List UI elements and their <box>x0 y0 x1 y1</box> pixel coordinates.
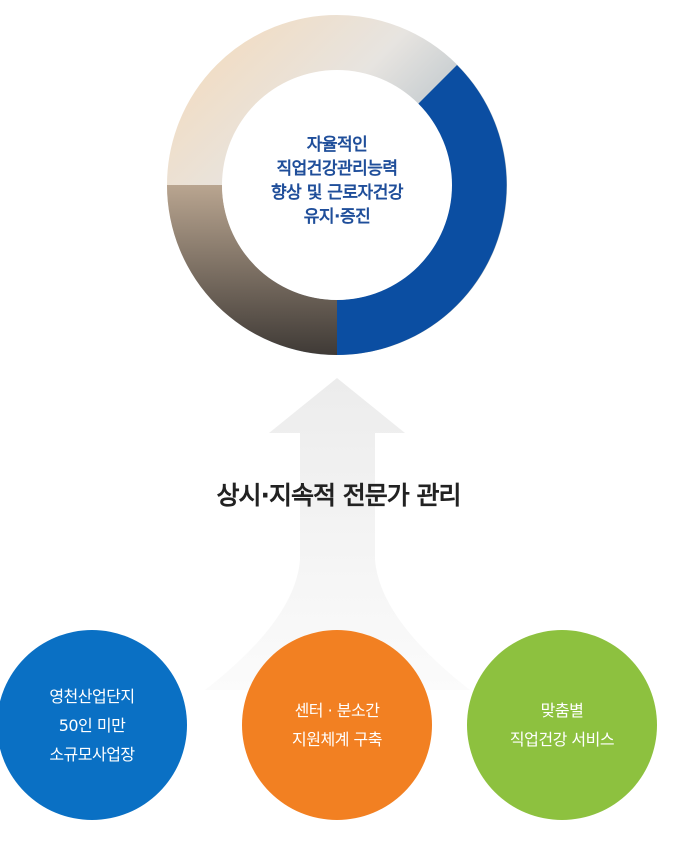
city-segment <box>167 185 337 355</box>
pillar-line: 영천산업단지 <box>49 686 135 706</box>
goal-line: 향상 및 근로자건강 <box>271 183 403 203</box>
goal-line: 유지·증진 <box>303 207 371 227</box>
goal-text: 자율적인 직업건강관리능력 향상 및 근로자건강 유지·증진 <box>237 133 437 229</box>
pillar-line: 직업건강 서비스 <box>509 730 615 749</box>
pillar-line: 맞춤별 <box>540 701 584 720</box>
pillar-line: 소규모사업장 <box>49 744 135 764</box>
pillar-line: 지원체계 구축 <box>292 730 382 749</box>
pillar-line: 센터 · 분소간 <box>294 701 380 720</box>
goal-line: 자율적인 <box>306 135 368 155</box>
pillar-support-system: 센터 · 분소간 지원체계 구축 <box>242 630 432 820</box>
pillar-line: 50인 미만 <box>58 715 126 735</box>
ring-accent-arc <box>337 65 507 355</box>
headline: 상시·지속적 전문가 관리 <box>216 481 462 510</box>
upward-arrow <box>205 378 470 690</box>
pillar-custom-service: 맞춤별 직업건강 서비스 <box>467 630 657 820</box>
pillar-small-business: 영천산업단지 50인 미만 소규모사업장 <box>0 630 187 820</box>
goal-line: 직업건강관리능력 <box>276 159 398 179</box>
goal-ring <box>167 15 507 355</box>
